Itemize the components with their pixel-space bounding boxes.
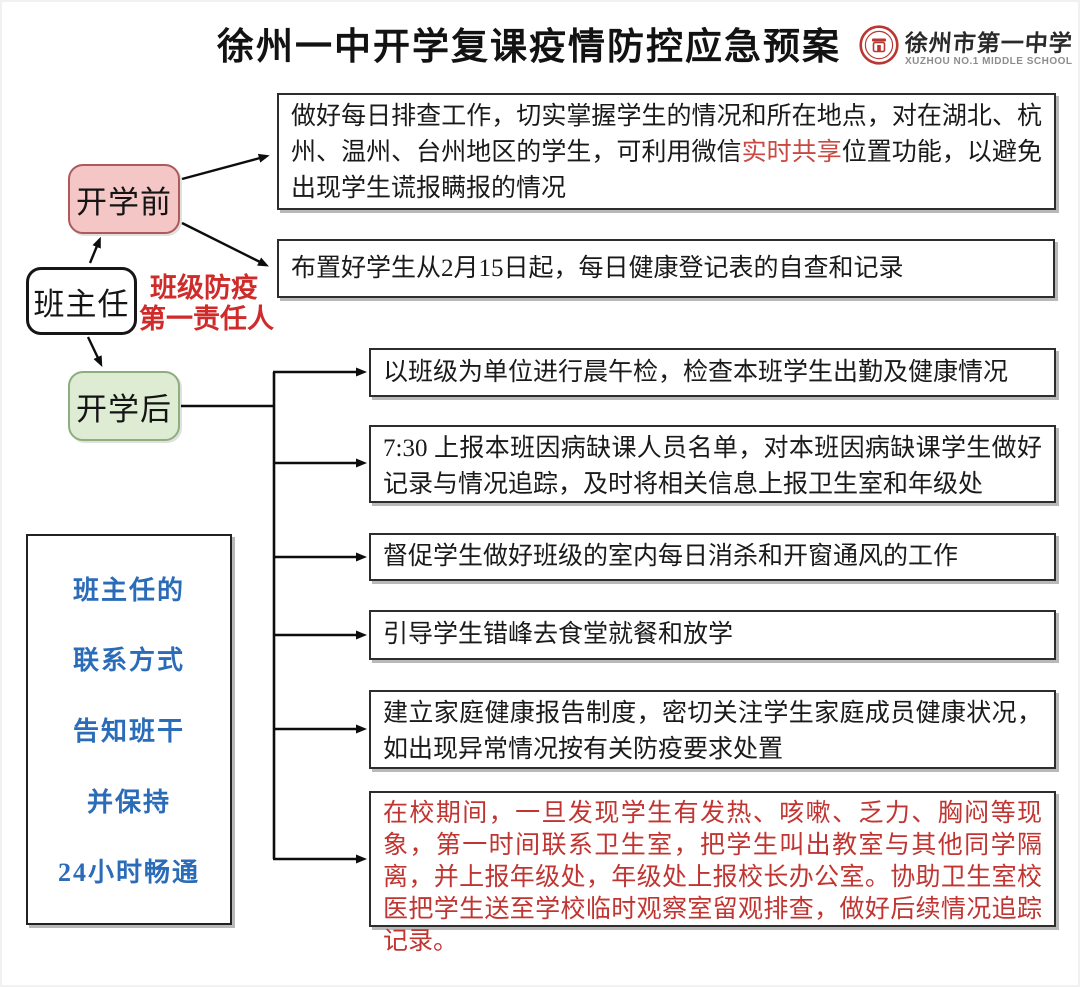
connector-teacher-to-after (86, 336, 103, 368)
teacher-role-note-line2: 第一责任人 (139, 304, 274, 334)
before-task-2: 布置好学生从2月15日起，每日健康登记表的自查和记录 (277, 239, 1055, 298)
before-task-1-text-pre: 做好每日排查工作，切实掌握学生的情况和所在地点，对在湖北、杭州、温州、台州地区的… (291, 103, 1042, 166)
node-after-school-label: 开学后 (76, 391, 172, 427)
after-task-3-text: 督促学生做好班级的室内每日消杀和开窗通风的工作 (383, 543, 959, 570)
before-task-1: 做好每日排查工作，切实掌握学生的情况和所在地点，对在湖北、杭州、温州、台州地区的… (277, 93, 1056, 210)
contact-note-box: 班主任的 联系方式 告知班干 并保持 24小时畅通 (26, 534, 232, 925)
page-title: 徐州一中开学复课疫情防控应急预案 (217, 27, 841, 68)
after-task-2-text: 7:30 上报本班因病缺课人员名单，对本班因病缺课学生做好记录与情况追踪，及时将… (383, 435, 1042, 498)
after-task-5: 建立家庭健康报告制度，密切关注学生家庭成员健康状况，如出现异常情况按有关防疫要求… (369, 690, 1056, 769)
school-logo: 徐州市第一中学 XUZHOU NO.1 MIDDLE SCHOOL (857, 22, 1074, 74)
before-task-1-text-highlight: 实时共享 (741, 139, 842, 166)
contact-note-line-3: 告知班干 (72, 716, 185, 746)
after-task-1: 以班级为单位进行晨午检，检查本班学生出勤及健康情况 (369, 348, 1056, 397)
after-task-1-text: 以班级为单位进行晨午检，检查本班学生出勤及健康情况 (383, 358, 1009, 386)
contact-note-line-2: 联系方式 (72, 646, 185, 676)
after-task-3: 督促学生做好班级的室内每日消杀和开窗通风的工作 (369, 533, 1056, 581)
after-task-4-text: 引导学生错峰去食堂就餐和放学 (383, 621, 734, 648)
school-name: 徐州市第一中学 (903, 31, 1074, 56)
connector-before-to-task2 (181, 221, 269, 267)
school-name-en: XUZHOU NO.1 MIDDLE SCHOOL (905, 56, 1073, 67)
node-before-school-label: 开学前 (76, 184, 172, 220)
node-after-school: 开学后 (68, 371, 180, 441)
before-task-2-text: 布置好学生从2月15日起，每日健康登记表的自查和记录 (291, 254, 904, 282)
after-task-5-text: 建立家庭健康报告制度，密切关注学生家庭成员健康状况，如出现异常情况按有关防疫要求… (383, 700, 1042, 763)
before-task-1-text-post: 位置功能，以避免出现学生谎报瞒报的情况 (291, 139, 1042, 202)
after-task-6-text: 在校期间，一旦发现学生有发热、咳嗽、乏力、胸闷等现象，第一时间联系卫生室，把学生… (383, 800, 1042, 955)
connector-before-to-task1 (181, 153, 270, 181)
teacher-role-note-line1: 班级防疫 (150, 273, 258, 303)
contact-note-line-4: 并保持 (86, 787, 171, 817)
connector-teacher-to-before (88, 236, 101, 264)
after-task-4: 引导学生错峰去食堂就餐和放学 (369, 610, 1056, 660)
contact-note-line-5: 24小时畅通 (57, 858, 200, 888)
school-seal-icon (859, 25, 899, 65)
node-class-teacher-label: 班主任 (33, 286, 130, 322)
node-before-school: 开学前 (68, 164, 180, 234)
node-class-teacher: 班主任 (26, 267, 137, 335)
teacher-role-note: 班级防疫 第一责任人 (139, 273, 274, 335)
after-task-2: 7:30 上报本班因病缺课人员名单，对本班因病缺课学生做好记录与情况追踪，及时将… (369, 425, 1056, 503)
contact-note-line-1: 班主任的 (72, 575, 185, 605)
after-task-6: 在校期间，一旦发现学生有发热、咳嗽、乏力、胸闷等现象，第一时间联系卫生室，把学生… (369, 791, 1056, 955)
